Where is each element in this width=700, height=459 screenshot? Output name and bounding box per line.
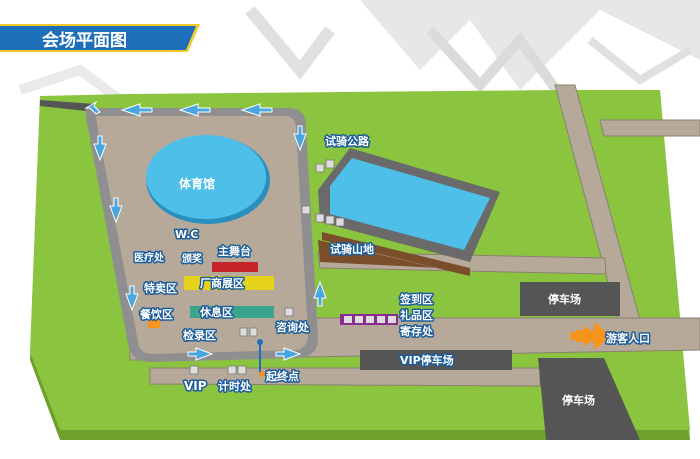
checkin-label: 签到区: [399, 292, 433, 306]
entrance-label: 游客人口: [606, 331, 650, 345]
checkin-booth-cells: [344, 316, 396, 323]
storage-label: 寄存处: [400, 324, 434, 338]
gym-label: 体育馆: [179, 176, 215, 191]
check-label: 检录区: [183, 328, 216, 342]
arrow-left-icon: [240, 103, 273, 117]
exhibitor-label: 厂商展区: [200, 276, 244, 290]
special-sale-zone: [156, 282, 170, 290]
direction-arrows: [84, 100, 327, 361]
entrance-arrow-head: [576, 322, 612, 350]
test-road-label: 试骑公路: [325, 134, 370, 148]
page-title: 会场平面图: [42, 30, 127, 51]
check-booths: [239, 307, 294, 337]
special-sale-label: 特卖区: [144, 281, 177, 295]
main-stage-zone: [212, 262, 258, 272]
test-hill-label: 试骑山地: [330, 242, 374, 256]
vip-parking-lot: [360, 350, 512, 370]
gift-label: 礼品区: [400, 308, 433, 322]
title-banner: 会场平面图: [0, 24, 200, 52]
dining-label: 餐饮区: [139, 307, 173, 321]
start-finish-label: 起终点: [265, 369, 299, 383]
parking-lot-2: [538, 358, 640, 440]
background-sketch: [18, 0, 700, 104]
timing-booth: [237, 365, 247, 375]
arrow-down-icon: [93, 135, 107, 162]
gym-pool: [146, 135, 266, 219]
arrow-down-icon: [109, 197, 123, 224]
start-post-top: [257, 339, 263, 345]
vip-parking-label: VIP停车场: [400, 353, 454, 367]
timing-booth: [227, 365, 237, 375]
dining-zone: [148, 318, 160, 328]
test-road-area: [318, 148, 500, 276]
rest-zone: [190, 306, 274, 318]
arrow-down-icon: [293, 125, 307, 152]
parking-1-label: 停车场: [548, 292, 581, 306]
arrow-left-icon: [178, 103, 211, 117]
arrow-up-icon: [313, 280, 327, 307]
arrow-up-left-icon: [84, 100, 101, 115]
medical-label: 医疗处: [134, 251, 165, 264]
arrow-right-icon: [275, 347, 302, 361]
arrow-down-icon: [125, 285, 139, 312]
arrow-right-icon: [187, 347, 214, 361]
award-label: 颁奖: [182, 252, 203, 265]
rest-label: 休息区: [199, 305, 233, 319]
timing-label: 计时处: [218, 379, 252, 393]
test-road-booths: [301, 159, 345, 227]
exhibitor-zone: [184, 276, 274, 290]
main-stage-label: 主舞台: [218, 244, 251, 258]
parking-lot-1: [520, 282, 620, 316]
start-post-base: [259, 371, 265, 377]
info-label: 咨询处: [276, 320, 310, 334]
wc-label: W.C: [175, 228, 199, 241]
vip-booth: [189, 365, 199, 375]
parking-2-label: 停车场: [562, 393, 595, 407]
arrow-left-icon: [120, 103, 153, 117]
vip-label: VIP: [184, 379, 207, 393]
